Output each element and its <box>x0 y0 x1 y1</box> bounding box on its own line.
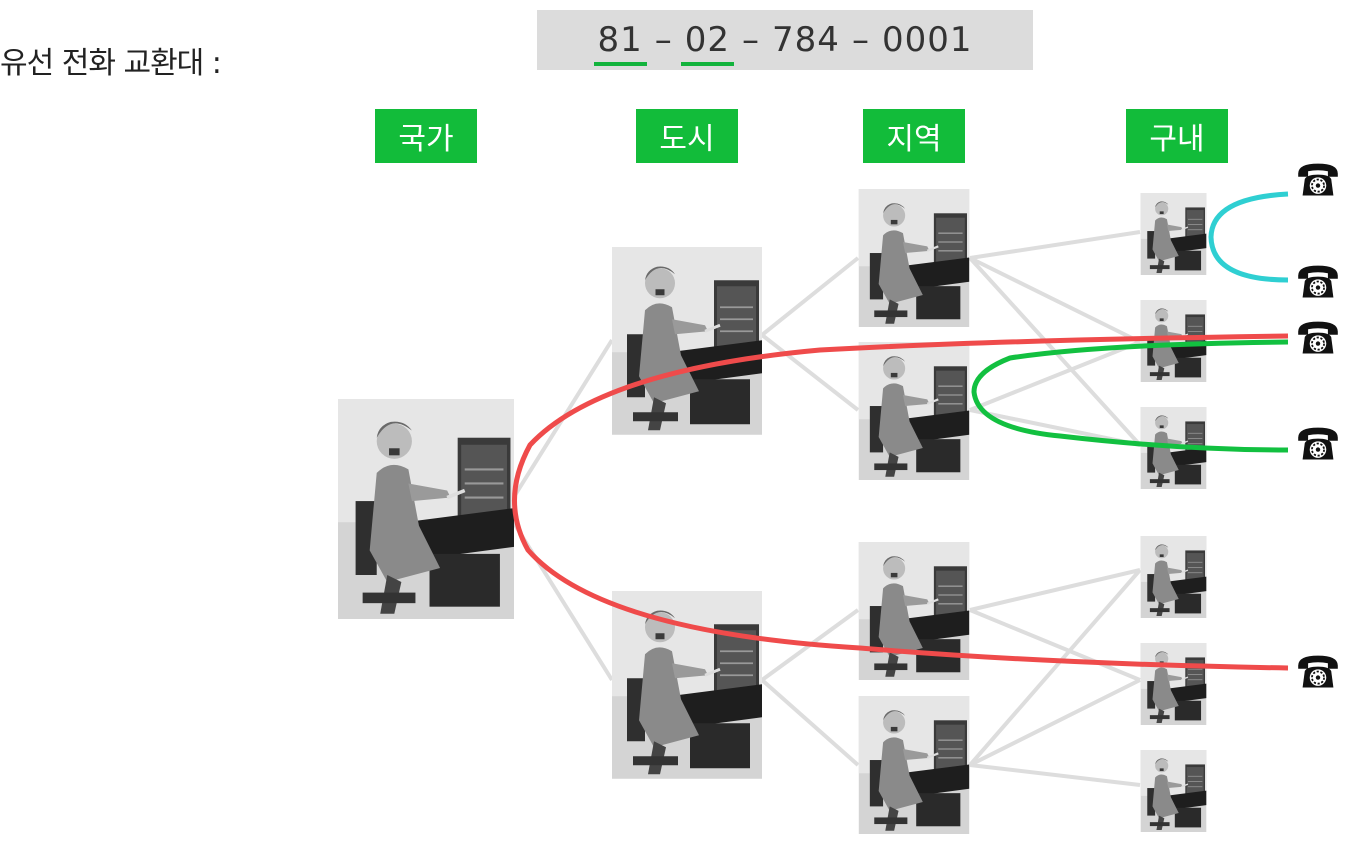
operator-area-4 <box>858 696 970 834</box>
operators <box>338 189 1207 834</box>
level-label-city: 도시 <box>636 109 738 163</box>
telephone-icon <box>1297 320 1339 355</box>
link-line <box>968 568 1142 767</box>
operator-ext-4 <box>1140 536 1207 618</box>
phone-segment-extension: 0001 <box>881 20 973 60</box>
phone-number-display: 81 – 02 – 784 – 0001 <box>537 10 1033 70</box>
telephone-icon <box>1297 426 1339 461</box>
operator-ext-1 <box>1140 193 1207 275</box>
operator-city-2 <box>612 591 762 779</box>
operator-area-3 <box>858 542 970 680</box>
level-label-area: 지역 <box>863 109 965 163</box>
link-line <box>969 568 1141 612</box>
level-label-country: 국가 <box>375 109 477 163</box>
operator-area-1 <box>858 189 970 327</box>
page-title: 유선 전화 교환대 : <box>0 46 222 81</box>
operator-ext-6 <box>1140 750 1207 832</box>
level-label-extension: 구내 <box>1126 109 1228 163</box>
telephone-icon <box>1297 654 1339 689</box>
link-line <box>969 608 1141 682</box>
phone-separator: – <box>742 20 761 60</box>
telephone-icon <box>1297 264 1339 299</box>
call-route-international <box>512 333 1289 671</box>
link-line <box>969 256 1141 344</box>
call-route-area <box>971 339 1289 453</box>
link-line <box>969 230 1141 260</box>
phone-segment-city: 02 <box>680 20 735 66</box>
phone-segment-area: 784 <box>772 20 840 60</box>
operator-area-2 <box>858 342 970 480</box>
phone-separator: – <box>851 20 870 60</box>
link-lines <box>510 230 1142 787</box>
link-line <box>760 333 860 412</box>
operator-city-1 <box>612 247 762 435</box>
phone-separator: – <box>654 20 673 60</box>
link-line <box>969 763 1141 787</box>
phone-segment-country: 81 <box>593 20 648 66</box>
link-line <box>760 256 860 337</box>
telephone-icon <box>1297 162 1339 197</box>
operator-ext-5 <box>1140 643 1207 725</box>
operator-ext-2 <box>1140 300 1207 382</box>
call-route-local <box>1208 191 1289 283</box>
link-line <box>969 340 1141 412</box>
operator-country <box>338 398 514 620</box>
link-line <box>760 678 860 767</box>
telephones <box>1297 162 1339 689</box>
link-line <box>969 678 1141 767</box>
